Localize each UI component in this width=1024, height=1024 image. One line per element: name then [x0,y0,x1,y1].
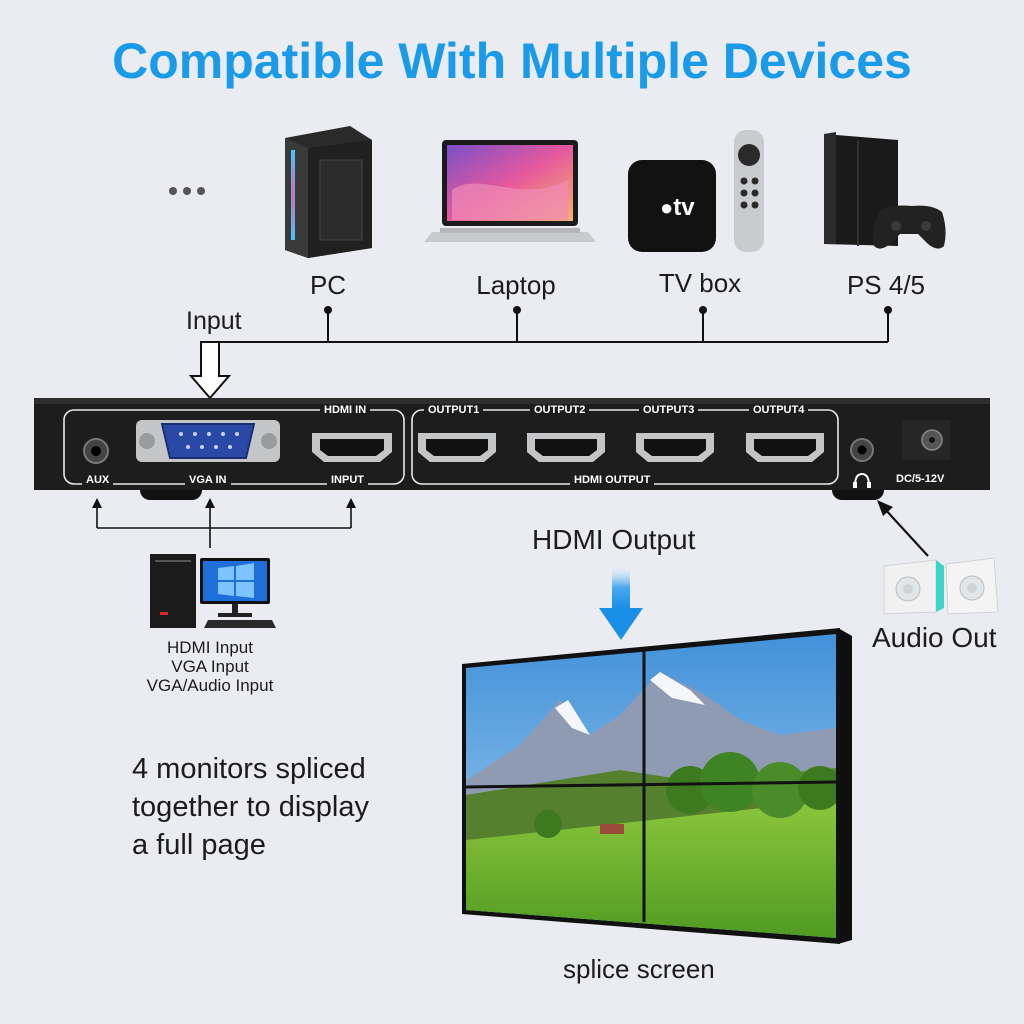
hdmi-output-label: HDMI Output [532,524,696,555]
page-title: Compatible With Multiple Devices [112,33,912,89]
input-connector-lines [219,310,889,343]
input-arrow-icon [188,341,232,400]
port-label-output2: OUTPUT2 [530,405,590,416]
speakers-icon [883,557,999,615]
port-label-input: INPUT [327,475,368,486]
input-label: Input [186,307,242,335]
description-line2: together to display [132,791,369,823]
description-line1: 4 monitors spliced [132,753,366,785]
description-line3: a full page [132,829,266,861]
port-label-output4: OUTPUT4 [749,405,809,416]
audio-out-arrow-icon [877,500,929,557]
audio-out-label: Audio Out [872,622,997,653]
more-devices-icon [169,187,205,195]
screen-caption: splice screen [563,954,715,984]
description-text: 4 monitors spliced together to display a… [132,750,369,864]
source-caption: HDMI Input VGA Input VGA/Audio Input [118,638,302,695]
port-label-vga-in: VGA IN [185,475,231,486]
hdmi-output-arrow-icon [599,562,643,640]
device-label-pc: PC [309,270,347,300]
game-console-icon [824,132,946,249]
source-caption-line1: HDMI Input [167,638,253,657]
source-caption-line2: VGA Input [171,657,249,676]
source-computer-icon [150,554,276,628]
tv-box-icon [628,130,764,252]
source-caption-line3: VGA/Audio Input [146,676,274,695]
hdmi-splitter-device [34,398,990,500]
device-label-ps: PS 4/5 [846,270,926,300]
device-label-tv-box: TV box [658,268,742,298]
splice-screen-wall [462,628,852,944]
pc-tower-icon [285,126,372,258]
apple-logo-icon: ● [660,195,674,220]
device-label-laptop: Laptop [476,270,556,300]
port-label-output3: OUTPUT3 [639,405,699,416]
laptop-icon [424,140,596,242]
tv-box-brand-label: ●tv [660,194,695,221]
port-label-hdmi-in: HDMI IN [320,405,371,416]
port-label-dc: DC/5-12V [892,474,949,485]
port-label-hdmi-output: HDMI OUTPUT [570,475,655,486]
port-label-aux: AUX [82,475,114,486]
input-bracket-lines [96,504,352,548]
port-label-output1: OUTPUT1 [424,405,484,416]
